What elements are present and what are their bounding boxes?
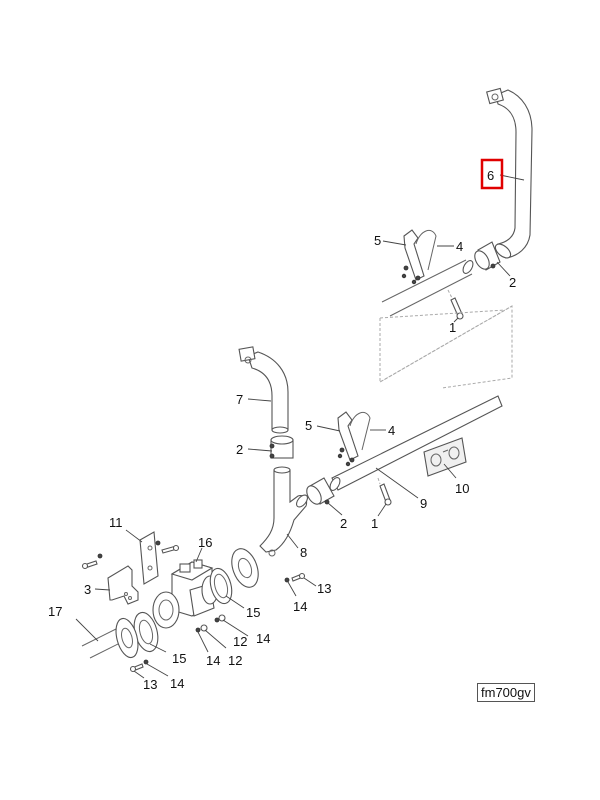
callout-15[interactable]: 15 [246, 605, 260, 620]
hidden-region-outline [379, 305, 513, 389]
part-2-clamp-lower[interactable] [304, 477, 335, 507]
part-12-14-hardware[interactable] [129, 572, 306, 673]
part-15-gasket-right[interactable] [207, 566, 236, 606]
part-5-hanger-top[interactable] [401, 229, 437, 285]
callout-5[interactable]: 5 [374, 233, 381, 248]
part-9-pipe-upper[interactable] [381, 259, 475, 317]
callout-14[interactable]: 14 [206, 653, 220, 668]
part-2-clamp-top[interactable] [472, 241, 501, 272]
part-16-muffler[interactable] [152, 559, 219, 629]
callout-9[interactable]: 9 [420, 496, 427, 511]
part-13-bolts-upper[interactable] [81, 540, 180, 570]
part-8-y-pipe[interactable] [259, 466, 310, 557]
part-1-bolt-top[interactable] [447, 289, 464, 320]
part-17-inlet-pipe[interactable] [81, 616, 142, 660]
callout-8[interactable]: 8 [300, 545, 307, 560]
callout-2[interactable]: 2 [509, 275, 516, 290]
part-3-bracket[interactable] [107, 565, 139, 605]
callout-1[interactable]: 1 [449, 320, 456, 335]
part-15-gasket-left[interactable] [130, 610, 162, 654]
callout-7[interactable]: 7 [236, 392, 243, 407]
callout-2[interactable]: 2 [236, 442, 243, 457]
part-8-flange[interactable] [227, 545, 263, 591]
callout-3[interactable]: 3 [84, 582, 91, 597]
part-7-exhaust-pipe[interactable] [238, 346, 289, 434]
leader-lines [75, 174, 525, 679]
callout-14[interactable]: 14 [293, 599, 307, 614]
part-11-mounting-bracket[interactable] [139, 531, 159, 585]
figure-id-label: fm700gv [477, 683, 535, 702]
callout-11[interactable]: 11 [109, 515, 123, 530]
callout-13[interactable]: 13 [143, 677, 157, 692]
callout-13[interactable]: 13 [317, 581, 331, 596]
callout-2[interactable]: 2 [340, 516, 347, 531]
callout-6-highlight [480, 158, 504, 190]
callout-6[interactable]: 6 [487, 168, 494, 183]
part-1-bolt-middle[interactable] [377, 477, 392, 506]
callout-12[interactable]: 12 [228, 653, 242, 668]
callout-4[interactable]: 4 [456, 239, 463, 254]
callout-5[interactable]: 5 [305, 418, 312, 433]
callout-10[interactable]: 10 [455, 481, 469, 496]
callout-1[interactable]: 1 [371, 516, 378, 531]
callout-14[interactable]: 14 [170, 676, 184, 691]
part-5-hanger-middle[interactable] [337, 411, 371, 467]
callout-14[interactable]: 14 [256, 631, 270, 646]
callout-4[interactable]: 4 [388, 423, 395, 438]
part-6-tail-pipe[interactable] [486, 87, 533, 260]
part-10-heat-shield[interactable] [423, 437, 467, 477]
callout-17[interactable]: 17 [48, 604, 62, 619]
callout-labels: 6 2 5 4 1 7 2 5 4 2 1 9 10 8 11 16 3 17 … [48, 158, 516, 692]
callout-16[interactable]: 16 [198, 535, 212, 550]
callout-15[interactable]: 15 [172, 651, 186, 666]
callout-12[interactable]: 12 [233, 634, 247, 649]
part-9-straight-pipe[interactable] [328, 395, 503, 492]
part-2-clamp-middle[interactable] [269, 435, 294, 459]
